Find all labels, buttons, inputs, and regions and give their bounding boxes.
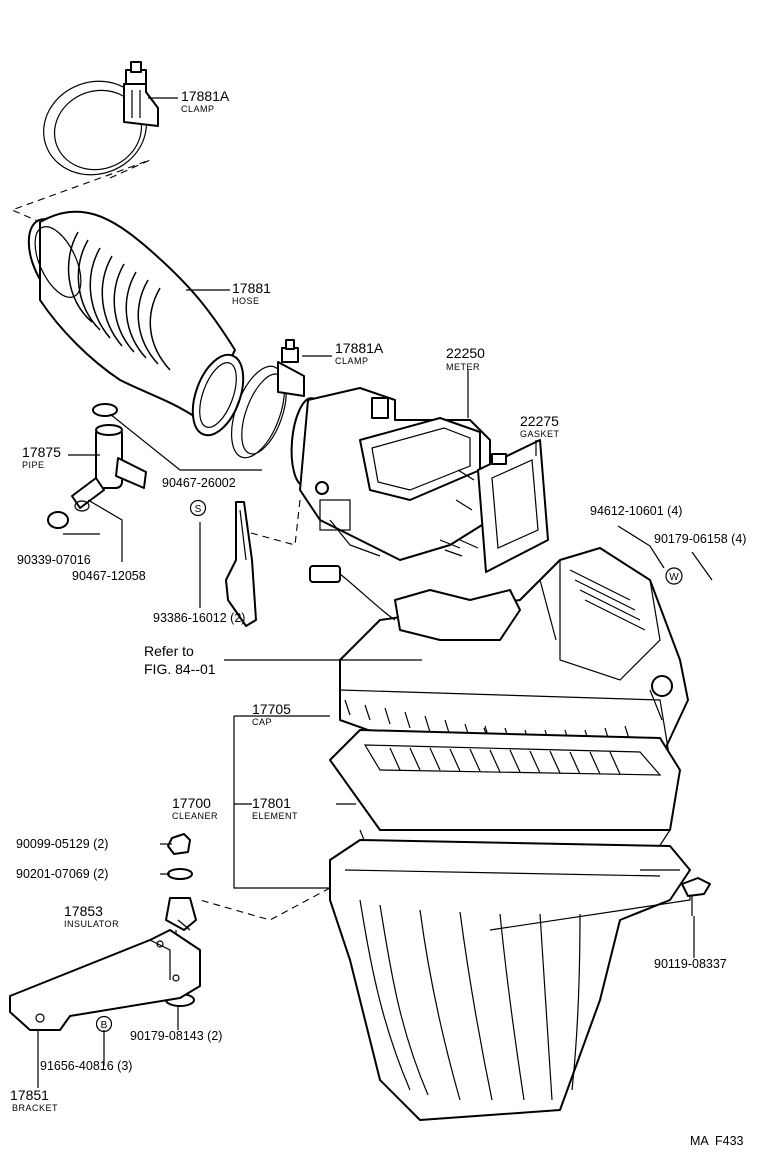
cap-drawing — [309, 547, 689, 781]
gasket-name: GASKET — [520, 429, 560, 439]
meter-number: 22250 — [446, 345, 485, 361]
clamp-top-name: CLAMP — [181, 104, 215, 114]
leader-lines — [37, 97, 713, 1088]
bracket-drawing — [9, 929, 201, 1031]
element-number: 17801 — [252, 795, 291, 811]
insulator-stack-drawing — [165, 833, 197, 1022]
meter-drawing — [290, 387, 491, 561]
hose-drawing — [27, 210, 245, 437]
part-91656-40816: 91656-40816 (3) — [40, 1059, 132, 1073]
clamp-mid-drawing — [231, 339, 305, 459]
s-symbol-letter: S — [195, 504, 202, 515]
clamp-mid-name: CLAMP — [335, 356, 369, 366]
part-90179-06158: 90179-06158 (4) — [654, 532, 746, 546]
dashed-guide-cleaner-insulator — [199, 887, 331, 921]
part-90467-12058: 90467-12058 — [72, 569, 146, 583]
bracket-number: 17851 — [10, 1087, 49, 1103]
gasket-drawing — [455, 439, 549, 573]
part-90339-07016: 90339-07016 — [17, 553, 91, 567]
pipe-number: 17875 — [22, 444, 61, 460]
stay-drawing — [225, 501, 257, 627]
clamp-top-number: 17881A — [181, 88, 230, 104]
bolt-90119-drawing — [681, 877, 711, 916]
hose-number: 17881 — [232, 280, 271, 296]
insulator-name: INSULATOR — [64, 919, 119, 929]
dashed-guide-meter — [239, 499, 301, 546]
clamp-mid-number: 17881A — [335, 340, 384, 356]
refer-to-line2: FIG. 84--01 — [144, 661, 216, 677]
meter-name: METER — [446, 362, 480, 372]
bracket-name: BRACKET — [12, 1103, 58, 1113]
cap-name: CAP — [252, 717, 272, 727]
pipe-drawing — [47, 403, 147, 529]
insulator-number: 17853 — [64, 903, 103, 919]
w-symbol: W — [665, 567, 683, 585]
gasket-number: 22275 — [520, 413, 559, 429]
dashed-guide-clamp-hose — [10, 159, 151, 223]
pipe-name: PIPE — [22, 460, 45, 470]
part-93386-16012: 93386-16012 (2) — [153, 611, 245, 625]
clamp-top-drawing — [43, 61, 159, 176]
part-90467-26002: 90467-26002 — [162, 476, 236, 490]
cleaner-name: CLEANER — [172, 811, 218, 821]
part-90099-05129: 90099-05129 (2) — [16, 837, 108, 851]
b-symbol-letter: B — [101, 1020, 108, 1031]
figure-code: MA F433 — [690, 1134, 744, 1148]
cap-number: 17705 — [252, 701, 291, 717]
b-symbol: B — [95, 1015, 113, 1033]
cleaner-number: 17700 — [172, 795, 211, 811]
cleaner-body-drawing — [329, 839, 691, 1121]
part-94612-10601: 94612-10601 (4) — [590, 504, 682, 518]
s-symbol: S — [189, 499, 207, 517]
w-symbol-letter: W — [669, 572, 679, 583]
part-90119-08337: 90119-08337 — [654, 957, 727, 971]
part-90179-08143: 90179-08143 (2) — [130, 1029, 222, 1043]
element-name: ELEMENT — [252, 811, 298, 821]
part-90201-07069: 90201-07069 (2) — [16, 867, 108, 881]
refer-to-line1: Refer to — [144, 643, 194, 659]
hose-name: HOSE — [232, 296, 260, 306]
